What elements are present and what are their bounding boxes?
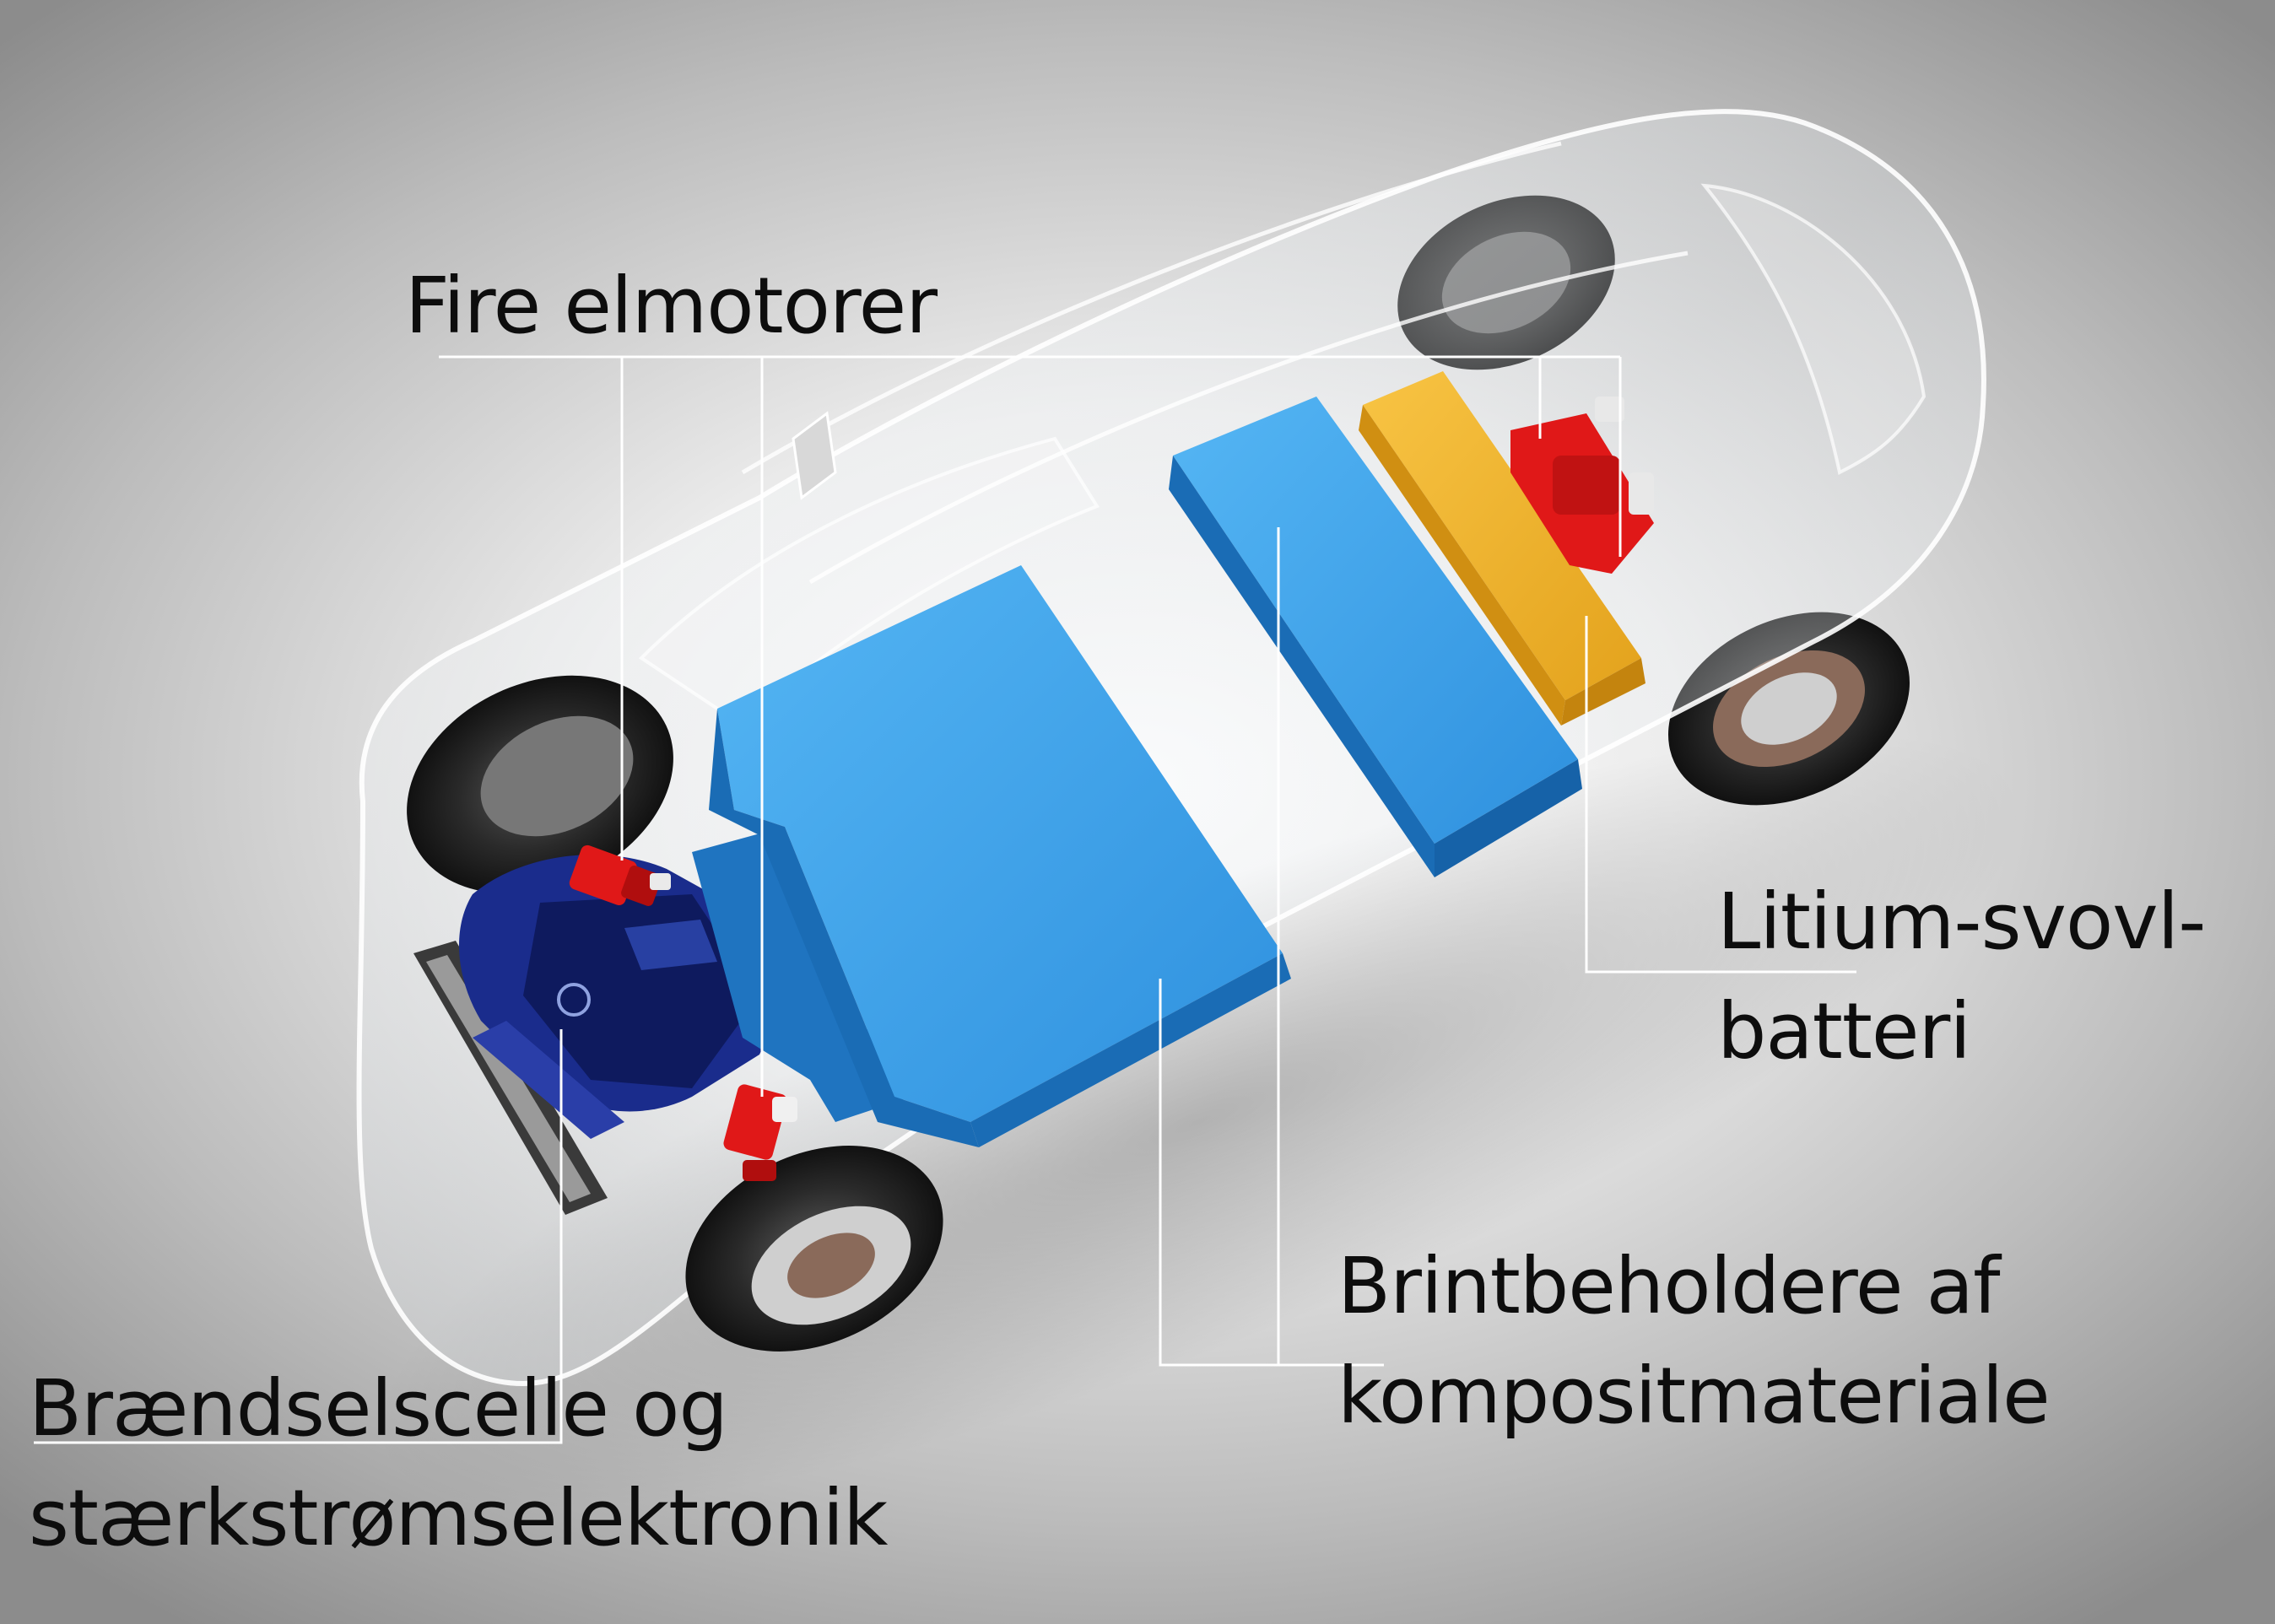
leader-tanks [1159, 979, 1384, 1367]
label-tanks-line1: Brintbeholdere af [1337, 1241, 2000, 1331]
side-mirror [792, 411, 837, 500]
hydrogen-tank-small [1169, 397, 1582, 877]
front-motor-lower [723, 1084, 797, 1181]
front-motor-upper [569, 844, 671, 906]
rear-motors [1510, 397, 1654, 574]
leader-battery [1585, 616, 1856, 974]
label-four-motors: Fire elmotorer [405, 261, 938, 351]
fuel-cell-unit [458, 855, 775, 1139]
front-right-wheel [685, 1146, 943, 1352]
label-battery-line2: batteri [1717, 986, 1971, 1076]
label-tanks-line2: kompositmateriale [1337, 1351, 2051, 1441]
leader-lines [34, 355, 1856, 1444]
label-fuel-cell: Brændselscelle og stærkstrømselektronik [29, 1354, 888, 1573]
leader-fuelcell [34, 1029, 563, 1444]
battery-pack [1359, 371, 1645, 726]
label-battery: Litium-svovl- batteri [1717, 867, 2206, 1087]
rear-window [1700, 183, 1926, 475]
windshield [638, 436, 1100, 728]
label-battery-line1: Litium-svovl- [1717, 877, 2206, 967]
front-left-wheel [407, 675, 673, 894]
label-fuelcell-line2: stærkstrømselektronik [29, 1473, 888, 1563]
label-hydrogen-tanks: Brintbeholdere af kompositmateriale [1337, 1232, 2051, 1451]
roof-line [741, 141, 1689, 585]
radiator [413, 941, 608, 1215]
label-fuelcell-line1: Brændselscelle og [29, 1363, 728, 1454]
hydrogen-tank-large [692, 565, 1291, 1147]
